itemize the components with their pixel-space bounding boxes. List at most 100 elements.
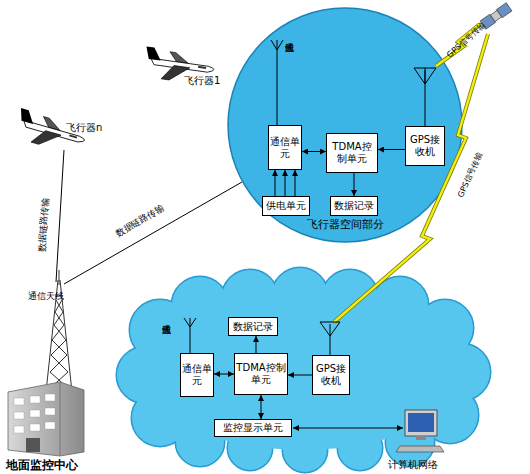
circle-shape bbox=[228, 8, 462, 242]
unit-box: 数据记录 bbox=[330, 196, 378, 216]
antenna-mast bbox=[277, 40, 278, 125]
annotation-label: GPS信号传输 bbox=[444, 20, 487, 60]
cloud-bump bbox=[422, 387, 478, 443]
comm-antenna bbox=[184, 318, 196, 353]
antenna-mast bbox=[330, 324, 331, 355]
network-link bbox=[293, 428, 403, 429]
cloud-bump bbox=[130, 300, 190, 360]
window bbox=[30, 424, 40, 431]
cloud-bump bbox=[422, 387, 478, 443]
cloud-bump bbox=[386, 418, 434, 466]
window bbox=[45, 394, 55, 401]
connector-arrow bbox=[261, 395, 262, 419]
space-segment-circle: 飞行器空间部分 通信单元 TDMA控制单元 GPS接收机供电单元 数据记录 bbox=[227, 7, 463, 243]
cloud-bump bbox=[338, 426, 382, 470]
antenna-head bbox=[184, 318, 196, 327]
unit-label: 供电单元 bbox=[266, 200, 306, 212]
cloud-bump bbox=[372, 277, 428, 333]
gps-signal-bolt bbox=[334, 34, 488, 322]
aircraft-wing bbox=[41, 117, 63, 131]
data-link-line bbox=[64, 182, 242, 284]
cloud-bump bbox=[434, 344, 490, 400]
cloud-body bbox=[143, 300, 463, 450]
window bbox=[14, 412, 24, 419]
annotation-label: 计算机网络 bbox=[388, 458, 438, 472]
cloud-bump bbox=[272, 268, 328, 324]
connector-arrow bbox=[378, 149, 405, 150]
cloud-fill bbox=[117, 268, 490, 472]
unit-box: GPS接收机 bbox=[312, 355, 350, 395]
connector-arrow bbox=[288, 375, 312, 376]
unit-box: 供电单元 bbox=[262, 196, 310, 216]
cloud-bump bbox=[417, 300, 473, 356]
aircraft-wing bbox=[31, 128, 61, 150]
unit-box: GPS接收机 bbox=[405, 126, 445, 166]
unit-label: 数据记录 bbox=[334, 200, 374, 212]
cloud-bump bbox=[338, 426, 382, 470]
gps-antenna bbox=[320, 322, 340, 355]
unit-label: TDMA控制单元 bbox=[236, 362, 286, 386]
segment-title: 飞行器空间部分 bbox=[227, 218, 463, 231]
unit-box: 通信单元 bbox=[180, 353, 214, 397]
window bbox=[30, 396, 40, 403]
tower-lattice bbox=[48, 300, 68, 390]
connector-arrow bbox=[214, 374, 234, 375]
cloud-bump bbox=[130, 300, 190, 360]
unit-box: TDMA控制单元 bbox=[234, 353, 288, 395]
cloud-bump bbox=[172, 277, 228, 333]
building-door bbox=[26, 438, 40, 452]
building-wall bbox=[8, 382, 84, 456]
aircraft-body bbox=[150, 58, 214, 73]
cloud-outline bbox=[117, 268, 490, 472]
cloud-bump bbox=[117, 347, 173, 403]
unit-label: GPS接收机 bbox=[407, 134, 443, 158]
antenna-head bbox=[271, 40, 283, 50]
tower-mast bbox=[59, 270, 60, 285]
window bbox=[45, 408, 55, 415]
aircraft-wing bbox=[169, 52, 190, 64]
connector-arrow bbox=[256, 336, 257, 353]
unit-box: 通信单元 bbox=[268, 125, 302, 170]
cloud-bump bbox=[372, 277, 428, 333]
keyboard bbox=[396, 446, 444, 452]
unit-label: TDMA控制单元 bbox=[328, 141, 376, 165]
cloud-bump bbox=[322, 270, 378, 326]
aircraft-tail bbox=[145, 46, 163, 60]
unit-label: 通信单元 bbox=[270, 136, 300, 160]
connector-arrow bbox=[275, 170, 276, 196]
building-windows bbox=[14, 394, 55, 433]
comm-antenna bbox=[271, 40, 283, 125]
aircraft-window bbox=[69, 134, 77, 138]
unit-label: 监控显示单元 bbox=[223, 422, 283, 434]
monitor-stand bbox=[416, 436, 426, 440]
data-link-line bbox=[56, 150, 64, 282]
ground-building bbox=[8, 382, 84, 456]
gps-antenna bbox=[414, 68, 436, 126]
annotation-label: 通信天线 bbox=[28, 290, 64, 303]
connector-arrow bbox=[302, 151, 326, 152]
building-edge bbox=[60, 382, 61, 456]
connector-arrow bbox=[295, 170, 296, 196]
aircraft-tail bbox=[18, 108, 37, 124]
cloud-bump bbox=[132, 390, 188, 446]
annotation-label: 地面监控中心 bbox=[6, 457, 78, 474]
annotation-label: GPS信号传输 bbox=[455, 151, 485, 199]
window bbox=[14, 426, 24, 433]
unit-box: 数据记录 bbox=[228, 317, 278, 336]
antenna-head bbox=[425, 68, 426, 84]
cloud-bump bbox=[117, 347, 173, 403]
annotation-label: 飞行器1 bbox=[184, 74, 220, 88]
cloud-bump bbox=[386, 418, 434, 466]
antenna-tower bbox=[46, 270, 72, 392]
window bbox=[45, 422, 55, 429]
antenna-head bbox=[414, 68, 436, 84]
cloud-bump bbox=[272, 268, 328, 324]
monitor-screen bbox=[408, 413, 434, 432]
unit-label: 数据记录 bbox=[233, 321, 273, 333]
window bbox=[30, 410, 40, 417]
annotation-label: 数据链路传输 bbox=[36, 198, 53, 253]
gps-signal-bolt bbox=[334, 34, 488, 322]
tower-lattice bbox=[50, 300, 70, 390]
